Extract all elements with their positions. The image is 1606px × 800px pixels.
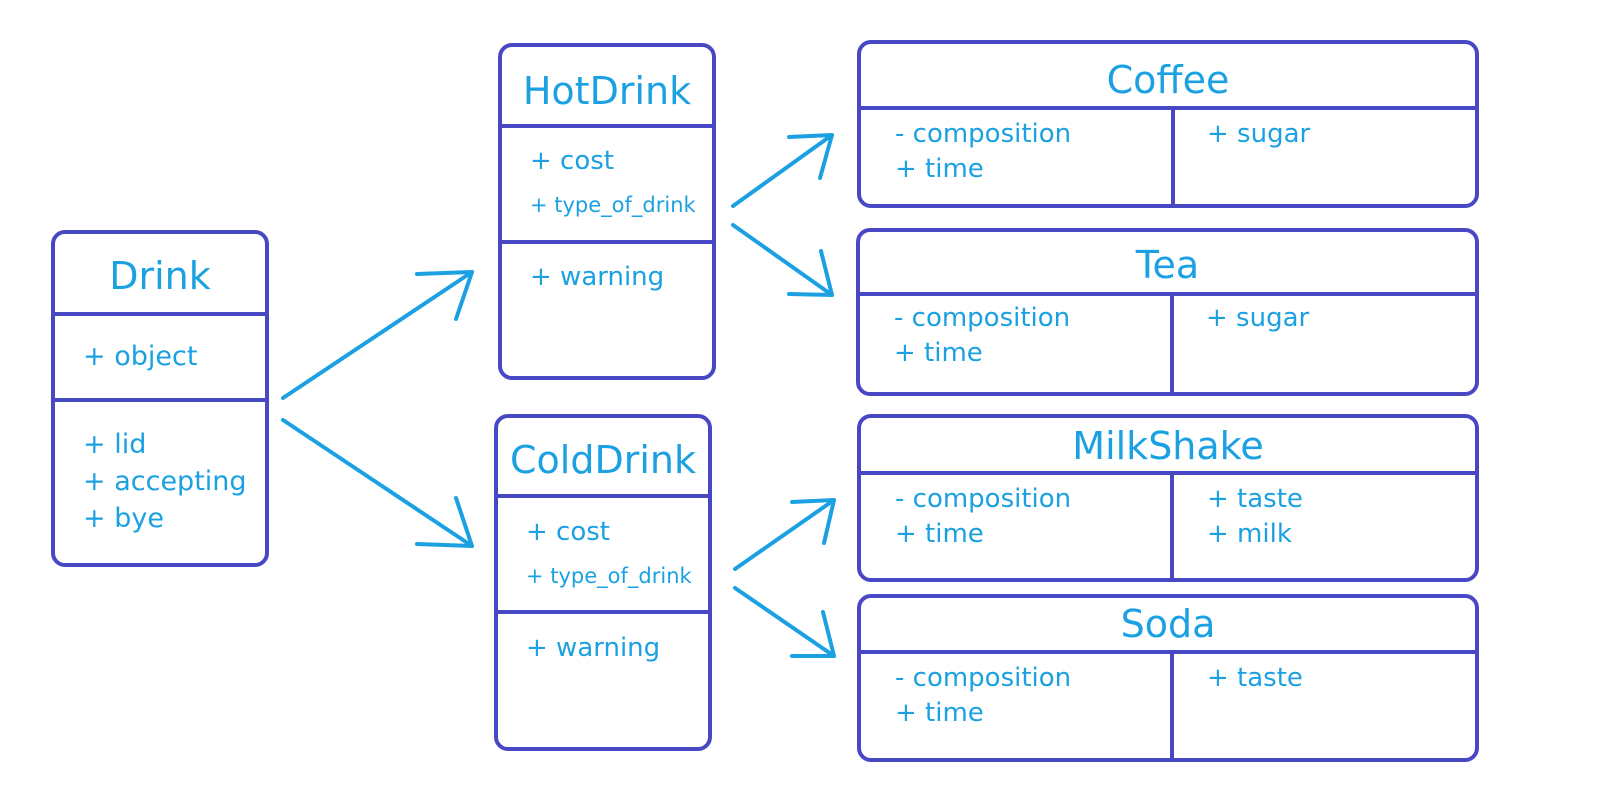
class-title: Soda [1120, 602, 1216, 646]
class-drink: Drink + object + lid + accepting + bye [51, 230, 269, 567]
attribute-item: + time [895, 154, 984, 184]
class-colddrink: ColdDrink + cost + type_of_drink + warni… [494, 414, 712, 751]
attribute-item: - composition [894, 303, 1071, 333]
divider [498, 494, 708, 498]
class-hotdrink: HotDrink + cost + type_of_drink + warnin… [498, 43, 716, 380]
attribute-item: - composition [895, 119, 1072, 149]
left-column: - composition + time [895, 661, 1071, 731]
class-soda: Soda - composition + time + taste [857, 594, 1479, 762]
left-column: - composition + time [895, 482, 1071, 552]
attribute-item: + type_of_drink [526, 564, 692, 588]
divider [502, 124, 712, 128]
arrow-drink-to-hotdrink [281, 270, 474, 400]
column-divider [1171, 108, 1175, 204]
divider [498, 610, 708, 614]
divider [502, 240, 712, 244]
class-title: HotDrink [522, 69, 692, 113]
method-item: + warning [526, 633, 661, 663]
class-tea: Tea - composition + time + sugar [856, 228, 1479, 396]
arrow-drink-to-colddrink [281, 418, 474, 548]
class-title: Tea [1135, 243, 1200, 287]
method-item: + accepting [83, 466, 247, 497]
class-coffee: Coffee - composition + time + sugar [857, 40, 1479, 208]
right-column: + taste [1207, 661, 1303, 696]
left-column: - composition + time [895, 117, 1071, 187]
divider [860, 292, 1475, 296]
attribute-item: + time [895, 698, 984, 728]
column-divider [1170, 294, 1174, 392]
divider [55, 398, 265, 402]
right-column: + taste + milk [1207, 482, 1303, 552]
attribute-item: + type_of_drink [530, 193, 696, 217]
divider [55, 312, 265, 316]
divider [861, 650, 1475, 654]
method-item: + lid [83, 429, 147, 460]
divider [861, 106, 1475, 110]
attribute-item: - composition [895, 484, 1072, 514]
class-title: MilkShake [1072, 424, 1264, 468]
method-item: + milk [1207, 519, 1292, 549]
divider [861, 471, 1475, 475]
attribute-item: - composition [895, 663, 1072, 693]
arrow-hotdrink-to-coffee [731, 133, 834, 208]
column-divider [1170, 652, 1174, 758]
arrow-hotdrink-to-tea [731, 223, 834, 297]
arrow-colddrink-to-milkshake [733, 498, 836, 571]
method-item: + warning [530, 262, 665, 292]
attribute-item: + time [895, 519, 984, 549]
method-item: + sugar [1207, 119, 1311, 149]
class-title: Drink [109, 254, 211, 298]
right-column: + sugar [1206, 301, 1309, 336]
attribute-item: + object [83, 341, 198, 372]
methods-list: + lid + accepting + bye [83, 426, 247, 537]
method-item: + sugar [1206, 303, 1310, 333]
class-milkshake: MilkShake - composition + time + taste +… [857, 414, 1479, 582]
left-column: - composition + time [894, 301, 1070, 371]
method-item: + bye [83, 503, 164, 534]
attribute-item: + cost [526, 517, 610, 547]
right-column: + sugar [1207, 117, 1310, 152]
class-title: Coffee [1106, 58, 1230, 102]
method-item: + taste [1207, 484, 1303, 514]
attribute-item: + time [894, 338, 983, 368]
attribute-item: + cost [530, 146, 614, 176]
column-divider [1170, 473, 1174, 578]
class-title: ColdDrink [510, 438, 696, 482]
method-item: + taste [1207, 663, 1303, 693]
arrow-colddrink-to-soda [733, 586, 836, 658]
